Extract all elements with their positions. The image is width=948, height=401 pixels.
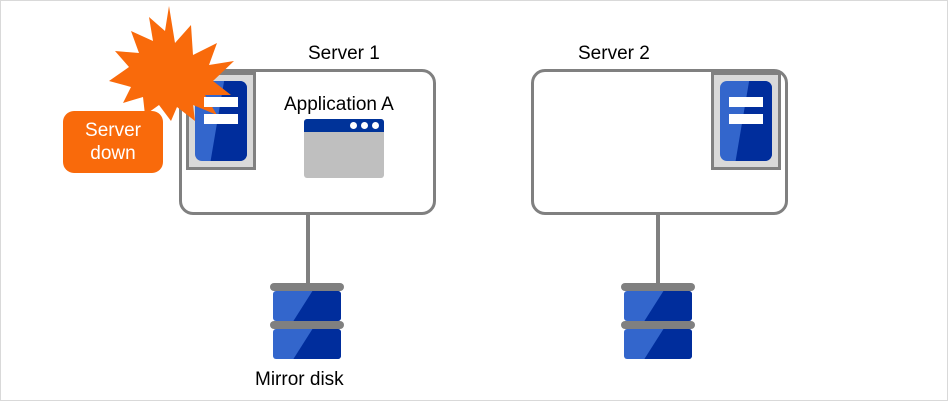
server2-slot-bar-1 — [728, 97, 764, 108]
disk2-platter-2 — [624, 329, 692, 359]
disk2-bar-mid — [621, 321, 695, 329]
mirror-disk-label: Mirror disk — [255, 369, 344, 390]
server1-slot-bar-2 — [203, 113, 239, 125]
server2-slot-bar-2 — [728, 113, 764, 125]
window-dot-3 — [372, 122, 379, 129]
disk1-platter-1 — [273, 291, 341, 321]
server2-chassis — [720, 81, 772, 161]
mirror-disk-icon-1 — [270, 283, 344, 365]
window-dot-2 — [361, 122, 368, 129]
application-window-titlebar — [304, 119, 384, 132]
explosion-burst-icon — [109, 3, 234, 121]
disk1-bar-top — [270, 283, 344, 291]
server2-machine-icon — [711, 72, 781, 170]
server2-disk-connector — [656, 215, 660, 287]
mirror-disk-icon-2 — [621, 283, 695, 365]
server2-title: Server 2 — [578, 43, 650, 64]
application-window-icon — [304, 119, 384, 178]
disk1-bar-mid — [270, 321, 344, 329]
server-down-line-1: Server — [85, 120, 141, 141]
application-label: Application A — [284, 94, 394, 115]
server1-slot-bar-1 — [203, 97, 239, 108]
disk2-bar-top — [621, 283, 695, 291]
server-down-line-2: down — [90, 143, 136, 164]
server1-disk-connector — [306, 215, 310, 287]
server-down-badge: Server down — [63, 111, 163, 173]
disk1-platter-2 — [273, 329, 341, 359]
window-dot-1 — [350, 122, 357, 129]
server1-title: Server 1 — [308, 43, 380, 64]
disk2-platter-1 — [624, 291, 692, 321]
